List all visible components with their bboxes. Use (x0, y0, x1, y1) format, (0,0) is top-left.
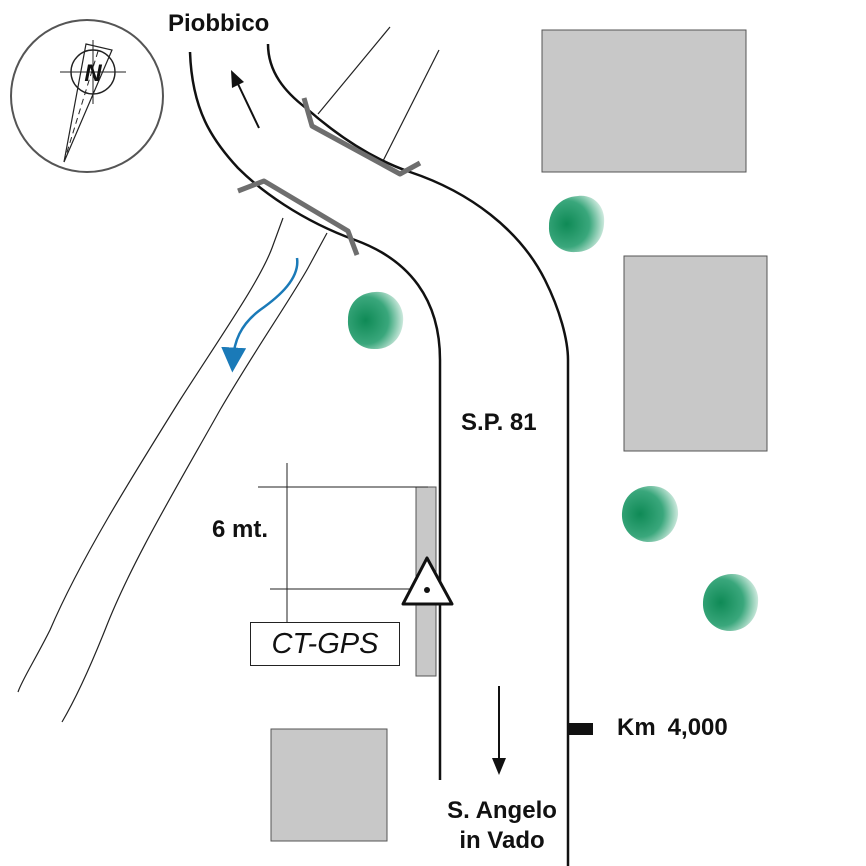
km-marker-label: Km 4,000 (617, 716, 728, 740)
river-bank-right (61, 232, 328, 723)
destination-label-south: S. Angelo in Vado (434, 796, 570, 856)
triangle-benchmark-icon (401, 556, 454, 606)
building-icon (541, 29, 747, 173)
bridge-north (301, 97, 422, 177)
tree-icon (548, 195, 605, 253)
destination-label-north: Piobbico (168, 10, 270, 37)
compass-icon: N (10, 19, 164, 173)
station-label-box: CT-GPS (250, 622, 400, 666)
road-edge-west (188, 51, 442, 780)
direction-arrow-south (492, 686, 506, 775)
destination-south-line2: in Vado (459, 827, 545, 854)
tree-icon (621, 485, 679, 542)
direction-arrow-north (231, 70, 260, 129)
river-bank-right-north (382, 49, 440, 162)
tree-icon (347, 291, 404, 350)
building-icon (623, 255, 768, 452)
tree-icon (702, 573, 759, 631)
river-flow-arrow (221, 257, 299, 373)
distance-label: 6 mt. (212, 516, 269, 543)
road-name-label: S.P. 81 (461, 409, 537, 436)
km-marker-value: 4,000 (667, 714, 728, 741)
river-bank-left (17, 217, 284, 693)
bridge-south (237, 178, 360, 256)
destination-south-line1: S. Angelo (447, 797, 557, 824)
compass-north-letter: N (84, 60, 102, 87)
road-edge-east (266, 43, 570, 866)
kilometer-post-icon (569, 723, 593, 735)
station-label: CT-GPS (271, 627, 379, 660)
km-marker-prefix: Km (617, 714, 656, 741)
river-bank-left-north (317, 26, 391, 115)
building-icon (270, 728, 388, 842)
